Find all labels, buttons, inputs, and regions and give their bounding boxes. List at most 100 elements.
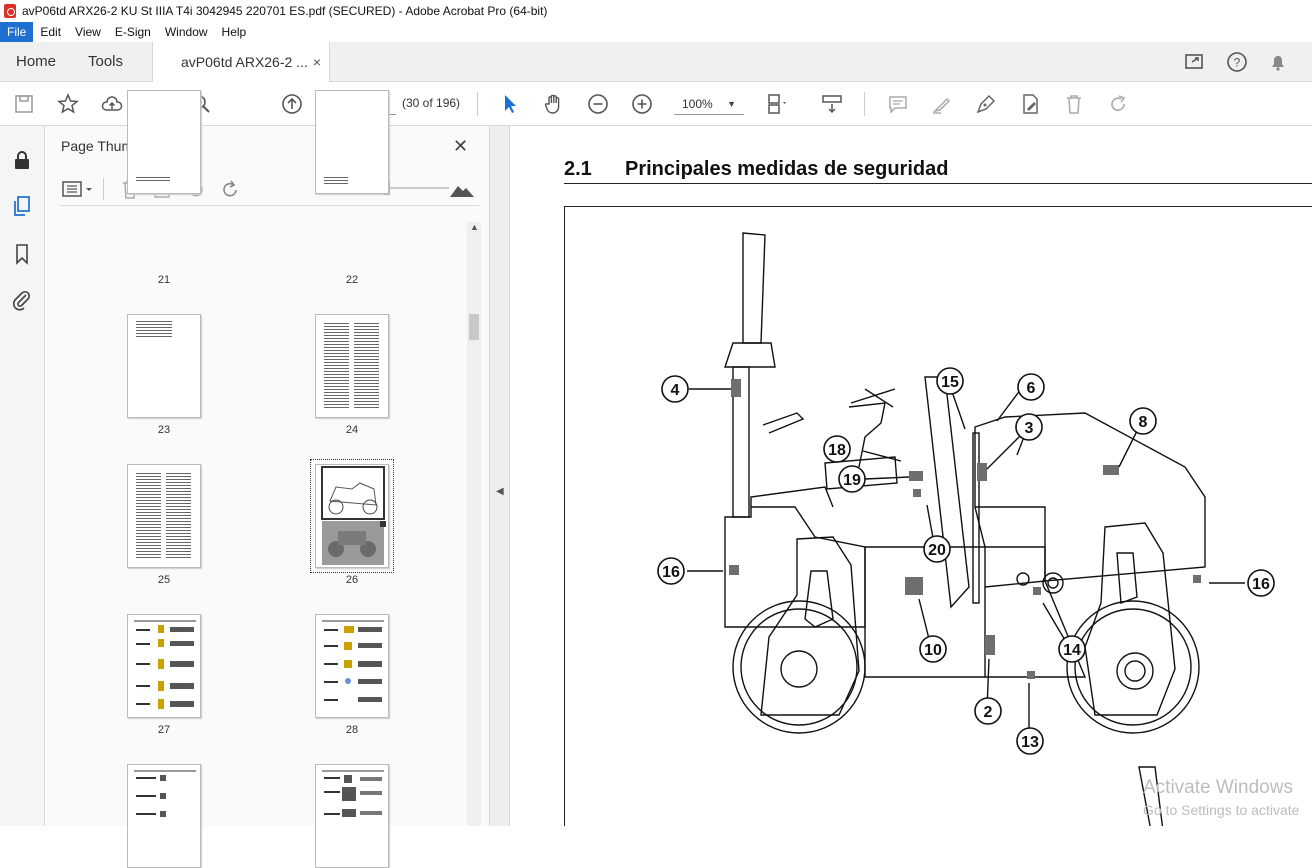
scroll-thumb[interactable] (469, 314, 479, 340)
tab-home[interactable]: Home (16, 53, 57, 70)
hand-tool-icon[interactable] (542, 92, 566, 116)
thumbnail-label: 23 (157, 424, 171, 436)
help-icon[interactable]: ? (1225, 50, 1249, 74)
tab-tools[interactable]: Tools (88, 53, 124, 70)
document-view[interactable]: 2.1 Principales medidas de seguridad (511, 126, 1312, 826)
menu-edit[interactable]: Edit (40, 25, 62, 39)
thumbnail-27-preview (134, 620, 196, 709)
svg-text:?: ? (1234, 56, 1241, 70)
upload-cloud-icon[interactable] (100, 92, 124, 116)
page-count-label: (30 of 196) (402, 96, 461, 110)
highlight-pen-icon[interactable] (930, 92, 954, 116)
page-thumbnails-icon[interactable] (10, 194, 34, 218)
toolbar-divider (103, 178, 104, 200)
previous-page-icon[interactable] (280, 92, 304, 116)
section-title: Principales medidas de seguridad (625, 158, 949, 180)
page-thumbnail-24[interactable] (315, 314, 389, 418)
thumbnail-28-preview (322, 620, 384, 702)
zoom-out-icon[interactable] (586, 92, 610, 116)
menu-file[interactable]: File (0, 22, 34, 42)
navigation-rail (0, 126, 45, 826)
menu-view[interactable]: View (75, 25, 101, 39)
share-icon[interactable] (1183, 50, 1207, 74)
page-thumbnail-29[interactable] (127, 764, 201, 868)
page-thumbnails-panel: Page Thumbnails ✕ ▲ 21 22 (45, 90, 490, 868)
thumbnail-size-slider[interactable] (381, 181, 449, 195)
page-thumbnail-30[interactable] (315, 764, 389, 868)
callout-label: 8 (1139, 414, 1148, 431)
thumbnail-label: 26 (345, 574, 359, 586)
bookmark-icon[interactable] (10, 242, 34, 266)
page-thumbnail-26-selected[interactable] (310, 459, 394, 573)
section-rule (564, 183, 1312, 184)
thumbnail-label: 27 (157, 724, 171, 736)
lock-icon[interactable] (10, 148, 34, 172)
zoom-level-select[interactable]: 100% ▼ (674, 93, 744, 115)
menu-help[interactable]: Help (221, 25, 247, 39)
callout-label: 3 (1025, 420, 1034, 437)
tab-document[interactable]: avP06td ARX26-2 ... × (152, 42, 330, 83)
title-bar: avP06td ARX26-2 KU St IIIA T4i 3042945 2… (0, 0, 1312, 22)
thumbnail-text-lines (324, 177, 348, 185)
close-panel-icon[interactable]: ✕ (453, 136, 469, 156)
bell-icon[interactable] (1266, 50, 1290, 74)
thumbnail-label: 21 (157, 274, 171, 286)
panel-splitter[interactable]: ◀ (490, 126, 510, 826)
machine-diagram-figure: 4 15 6 3 8 18 19 20 16 16 10 14 2 13 (564, 206, 1312, 826)
attachment-icon[interactable] (10, 288, 34, 312)
callout-label: 15 (941, 374, 959, 391)
page-thumbnail-28[interactable] (315, 614, 389, 718)
page-thumbnail-21[interactable] (127, 90, 201, 194)
activation-watermark-title: Activate Windows (1143, 777, 1293, 798)
select-cursor-icon[interactable] (498, 92, 522, 116)
page-fit-icon[interactable] (764, 92, 788, 116)
callout-label: 16 (662, 564, 680, 581)
page-thumbnail-23[interactable] (127, 314, 201, 418)
bookmark-star-icon[interactable] (56, 92, 80, 116)
pdf-file-icon (4, 4, 16, 18)
callout-label: 14 (1063, 642, 1081, 659)
menu-esign[interactable]: E-Sign (114, 25, 151, 39)
delete-icon[interactable] (1062, 92, 1086, 116)
chevron-down-icon: ▼ (727, 99, 736, 109)
callout-label: 2 (984, 704, 993, 721)
menu-window[interactable]: Window (164, 25, 208, 39)
thumbnail-text-lines (324, 323, 380, 409)
callout-label: 13 (1021, 734, 1039, 751)
thumbnail-text-lines (136, 177, 170, 183)
redo-icon[interactable] (1106, 92, 1130, 116)
zoom-level-value: 100% (682, 97, 713, 111)
comment-icon[interactable] (886, 92, 910, 116)
activation-watermark-subtitle: Go to Settings to activate (1143, 802, 1300, 818)
close-tab-icon[interactable]: × (312, 54, 321, 70)
scroll-up-icon[interactable]: ▲ (470, 222, 479, 232)
toolbar-divider (477, 92, 478, 116)
thumbnail-29-preview (134, 770, 196, 817)
thumbnail-options-icon[interactable] (61, 178, 95, 200)
edit-document-icon[interactable] (1018, 92, 1042, 116)
zoom-in-icon[interactable] (630, 92, 654, 116)
large-mountain-icon[interactable] (449, 178, 475, 200)
page-thumbnail-25[interactable] (127, 464, 201, 568)
page-thumbnail-22[interactable] (315, 90, 389, 194)
scroll-mode-icon[interactable] (820, 92, 844, 116)
callout-label: 16 (1252, 576, 1270, 593)
thumbnail-label: 24 (345, 424, 359, 436)
thumbnail-label: 28 (345, 724, 359, 736)
draw-pen-icon[interactable] (974, 92, 998, 116)
collapse-panel-icon[interactable]: ◀ (496, 486, 504, 497)
save-icon[interactable] (12, 92, 36, 116)
thumbnail-scrollbar[interactable]: ▲ (467, 222, 481, 826)
thumbnail-text-lines (136, 473, 192, 559)
thumbnail-30-preview (322, 770, 384, 817)
roller-compactor-drawing: 4 15 6 3 8 18 19 20 16 16 10 14 2 13 (657, 232, 1275, 826)
tab-bar: Home Tools avP06td ARX26-2 ... × ? (0, 42, 1312, 83)
page-thumbnail-27[interactable] (127, 614, 201, 718)
thumbnail-text-lines (136, 321, 172, 337)
menu-bar: File Edit View E-Sign Window Help (0, 22, 1312, 42)
thumbnail-label: 22 (345, 274, 359, 286)
callout-label: 10 (924, 642, 942, 659)
callout-label: 4 (671, 382, 680, 399)
toolbar-divider (864, 92, 865, 116)
rotate-right-icon[interactable] (219, 178, 241, 200)
